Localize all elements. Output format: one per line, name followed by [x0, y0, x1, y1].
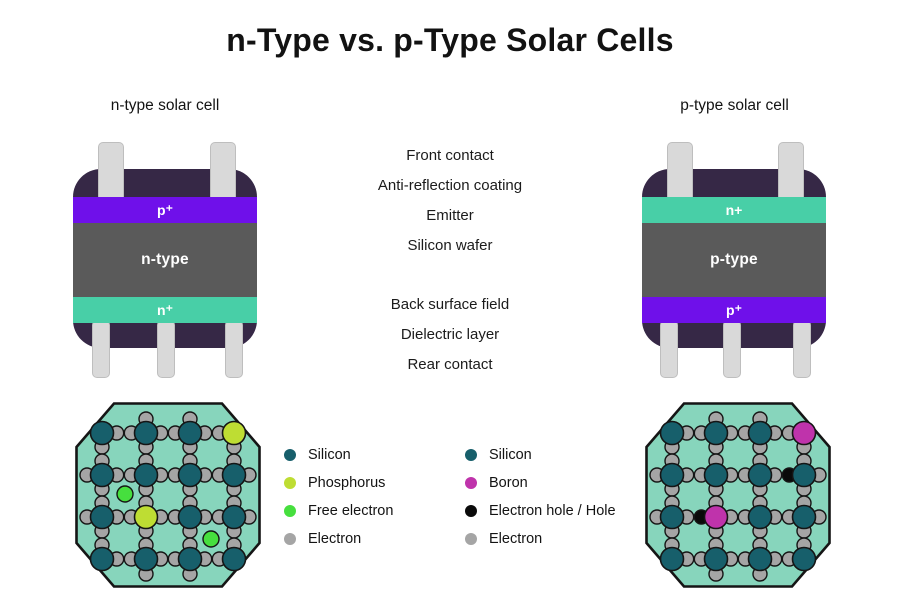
- silicon-atom: [89, 504, 115, 530]
- silicon-atom: [703, 546, 729, 572]
- legend-label: Phosphorus: [308, 475, 386, 491]
- legend-color-dot: [465, 477, 477, 489]
- legend-color-dot: [284, 505, 296, 517]
- legend-label: Electron: [308, 531, 362, 547]
- boron-atom: [791, 420, 817, 446]
- silicon-atom: [177, 504, 203, 530]
- silicon-atom: [791, 546, 817, 572]
- boron-atom: [703, 504, 729, 530]
- silicon-atom: [177, 420, 203, 446]
- silicon-atom: [133, 462, 159, 488]
- legend-item-silicon: Silicon: [284, 441, 393, 469]
- front-contact-finger: [98, 142, 124, 202]
- ptype-cell-diagram: n+ p-type p⁺: [642, 140, 826, 380]
- layer-label: Back surface field: [390, 296, 510, 313]
- rear-contact-finger: [157, 320, 175, 378]
- legend-color-dot: [284, 477, 296, 489]
- ntype-cell-diagram: p⁺ n-type n⁺: [73, 140, 257, 380]
- silicon-atom: [659, 504, 685, 530]
- silicon-atom: [747, 504, 773, 530]
- silicon-atom: [177, 462, 203, 488]
- layer-label: Rear contact: [407, 356, 493, 373]
- layer-label: Front contact: [406, 147, 494, 164]
- legend-item-phosphorus: Phosphorus: [284, 469, 393, 497]
- wafer-label: n-type: [141, 251, 189, 268]
- front-contact-finger: [667, 142, 693, 202]
- silicon-atom: [791, 462, 817, 488]
- ntype-cell-title: n-type solar cell: [110, 97, 220, 114]
- silicon-atom: [659, 546, 685, 572]
- rear-contact-finger: [225, 320, 243, 378]
- silicon-atom: [703, 462, 729, 488]
- silicon-atom: [221, 462, 247, 488]
- legend-item-silicon: Silicon: [465, 441, 616, 469]
- front-contact-finger: [210, 142, 236, 202]
- silicon-atom: [791, 504, 817, 530]
- emitter-band: p⁺: [73, 197, 257, 223]
- back-surface-field-band: n⁺: [73, 297, 257, 323]
- legend-color-dot: [284, 449, 296, 461]
- legend-item-boron: Boron: [465, 469, 616, 497]
- free-electron-dot: [202, 530, 220, 548]
- rear-contact-finger: [723, 320, 741, 378]
- bsf-band-label: n⁺: [157, 301, 173, 318]
- legend-label: Free electron: [308, 503, 394, 519]
- silicon-atom: [221, 546, 247, 572]
- legend-item-electron: Electron: [465, 525, 616, 553]
- legend-color-dot: [465, 449, 477, 461]
- legend-label: Electron hole / Hole: [489, 503, 616, 519]
- silicon-atom: [177, 546, 203, 572]
- rear-contact-finger: [793, 320, 811, 378]
- silicon-atom: [747, 546, 773, 572]
- rear-contact-finger: [660, 320, 678, 378]
- page-title: n-Type vs. p-Type Solar Cells: [226, 22, 674, 58]
- back-surface-field-band: p⁺: [642, 297, 826, 323]
- silicon-atom: [659, 462, 685, 488]
- legend-item-electron-hole-hole: Electron hole / Hole: [465, 497, 616, 525]
- legend-color-dot: [465, 505, 477, 517]
- legend-label: Electron: [489, 531, 543, 547]
- legend-color-dot: [465, 533, 477, 545]
- legend-color-dot: [284, 533, 296, 545]
- silicon-atom: [703, 420, 729, 446]
- silicon-atom: [747, 462, 773, 488]
- ptype-lattice: [645, 402, 831, 588]
- ptype-cell-title: p-type solar cell: [680, 97, 789, 114]
- layer-label: Silicon wafer: [407, 237, 493, 254]
- silicon-atom: [89, 546, 115, 572]
- free-electron-dot: [116, 485, 134, 503]
- bsf-band-label: p⁺: [726, 301, 742, 318]
- legend-label: Silicon: [489, 447, 532, 463]
- layer-label: Dielectric layer: [400, 326, 500, 343]
- silicon-atom: [221, 504, 247, 530]
- emitter-band-label: p⁺: [157, 201, 173, 218]
- silicon-atom: [133, 420, 159, 446]
- emitter-band-label: n+: [725, 202, 743, 218]
- silicon-wafer-band: n-type: [73, 223, 257, 297]
- silicon-atom: [89, 462, 115, 488]
- legend-item-electron: Electron: [284, 525, 393, 553]
- phosphorus-atom: [133, 504, 159, 530]
- phosphorus-atom: [221, 420, 247, 446]
- lattice-octagon: [645, 402, 831, 588]
- silicon-atom: [89, 420, 115, 446]
- legend-item-free-electron: Free electron: [284, 497, 393, 525]
- silicon-atom: [659, 420, 685, 446]
- layer-label: Anti-reflection coating: [377, 177, 523, 194]
- silicon-atom: [133, 546, 159, 572]
- silicon-atom: [747, 420, 773, 446]
- legend-label: Silicon: [308, 447, 351, 463]
- emitter-band: n+: [642, 197, 826, 223]
- legend-label: Boron: [489, 475, 528, 491]
- layer-label: Emitter: [426, 207, 474, 224]
- wafer-label: p-type: [710, 251, 758, 268]
- rear-contact-finger: [92, 320, 110, 378]
- silicon-wafer-band: p-type: [642, 223, 826, 297]
- ntype-lattice: [75, 402, 261, 588]
- front-contact-finger: [778, 142, 804, 202]
